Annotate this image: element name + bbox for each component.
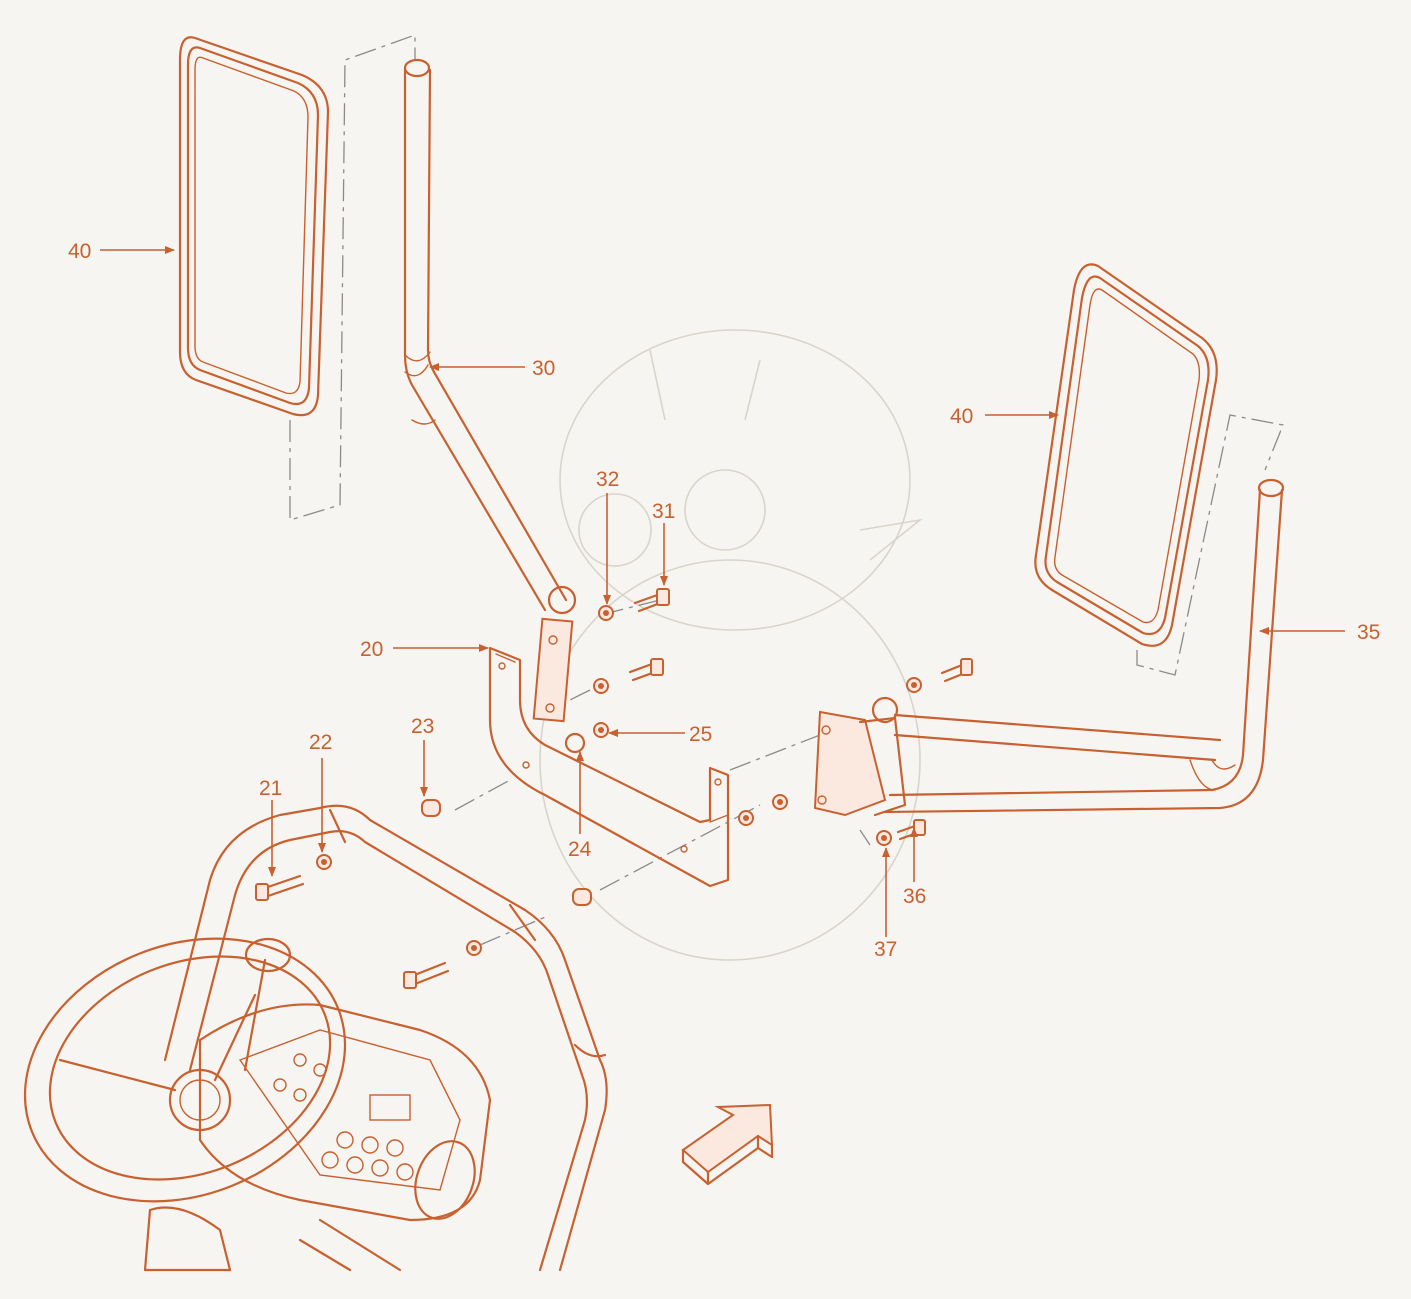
callout-31: 31 [652, 500, 675, 523]
callout-23: 23 [411, 715, 434, 738]
mirror-arm-left [403, 58, 577, 723]
callout-36: 36 [903, 885, 926, 908]
watermark-figure [539, 329, 923, 961]
callout-40-right: 40 [950, 405, 973, 428]
callout-24: 24 [568, 838, 592, 861]
callout-32: 32 [596, 468, 619, 491]
callouts: 40 30 40 32 31 35 20 25 23 22 24 21 36 3… [68, 240, 1380, 961]
callout-37: 37 [874, 938, 897, 961]
callout-35: 35 [1357, 621, 1380, 644]
direction-arrow-icon [681, 1103, 774, 1186]
hardware [255, 588, 973, 989]
mirror-left [178, 36, 330, 417]
callout-30: 30 [532, 357, 555, 380]
callout-20: 20 [360, 638, 383, 661]
phantom-lines [289, 34, 1284, 946]
callout-22: 22 [309, 731, 332, 754]
cab-frame [163, 804, 608, 1272]
callout-25: 25 [689, 723, 712, 746]
callout-21: 21 [259, 777, 282, 800]
steering-wheel [23, 937, 347, 1203]
bracket [488, 646, 730, 888]
mirror-right [1034, 263, 1218, 647]
leader-lines [100, 246, 1345, 937]
callout-40-left: 40 [68, 240, 91, 263]
control-panel [143, 1003, 492, 1272]
mirror-arm-right [813, 478, 1285, 817]
